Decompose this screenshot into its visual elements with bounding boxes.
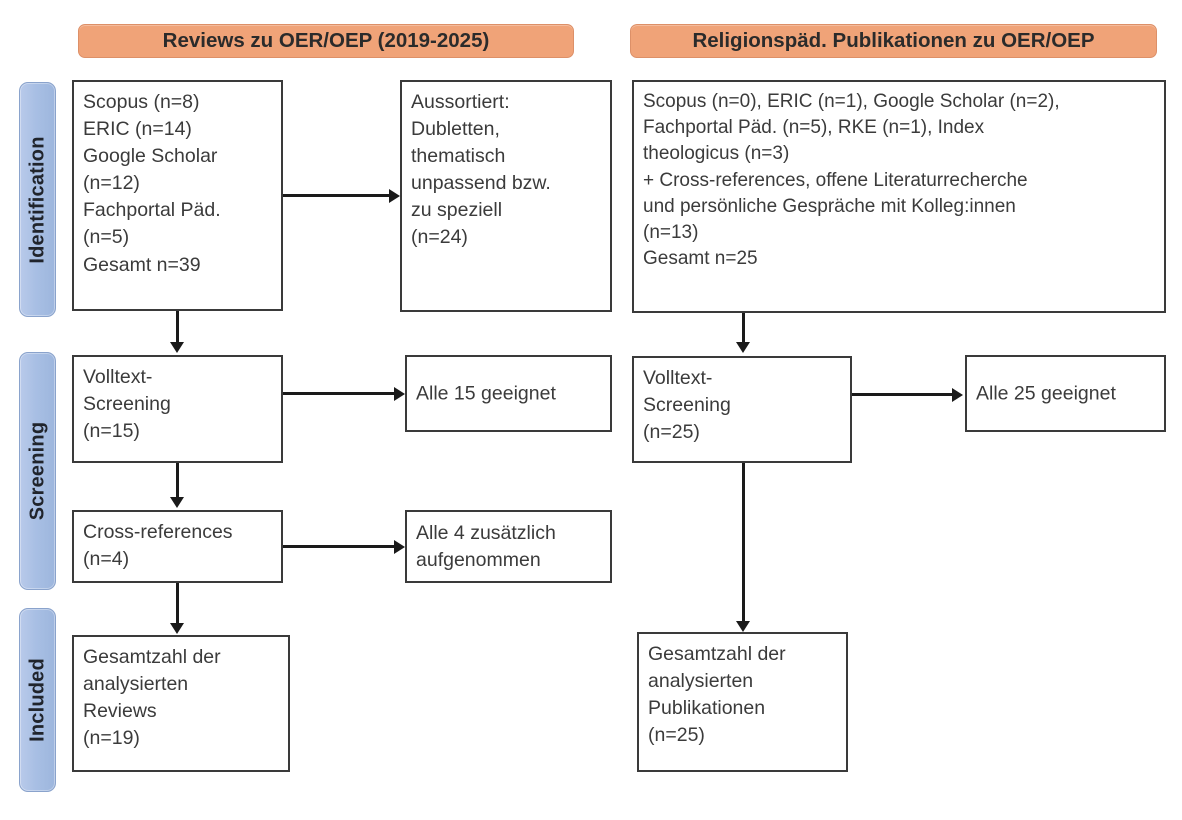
box-left-cross-references: Cross-references (n=4) [72, 510, 283, 583]
box-left-fulltext-screening: Volltext- Screening (n=15) [72, 355, 283, 463]
connector-left-sources-to-screening [176, 311, 179, 344]
box-left-fulltext-screening-text: Volltext- Screening (n=15) [83, 366, 171, 443]
arrowhead-left-screening-to-result [394, 387, 405, 401]
arrowhead-right-screening-to-result [952, 388, 963, 402]
stage-label-identification: Identification [26, 135, 48, 264]
arrowhead-right-screening-to-included [736, 621, 750, 632]
connector-left-screening-to-result [283, 392, 394, 395]
stage-pill-included: Included [19, 608, 56, 792]
box-left-cross-references-result-text: Alle 4 zusätzlich aufgenommen [416, 521, 556, 571]
arrowhead-left-sources-to-screening [170, 342, 184, 353]
box-left-fulltext-result: Alle 15 geeignet [405, 355, 612, 432]
column-header-reviews: Reviews zu OER/OEP (2019-2025) [78, 24, 574, 58]
box-left-identification-sources-text: Scopus (n=8) ERIC (n=14) Google Scholar … [83, 91, 221, 276]
arrowhead-right-sources-to-screening [736, 342, 750, 353]
arrowhead-left-screening-to-crossrefs [170, 497, 184, 508]
box-left-excluded: Aussortiert: Dubletten, thematisch unpas… [400, 80, 612, 312]
column-header-publikationen: Religionspäd. Publikationen zu OER/OEP [630, 24, 1157, 58]
stage-pill-screening: Screening [19, 352, 56, 590]
box-left-fulltext-result-text: Alle 15 geeignet [416, 381, 556, 404]
box-right-fulltext-result-text: Alle 25 geeignet [976, 381, 1116, 404]
stage-label-screening: Screening [26, 421, 48, 521]
box-left-cross-references-result: Alle 4 zusätzlich aufgenommen [405, 510, 612, 583]
connector-left-crossrefs-to-included [176, 583, 179, 625]
box-right-identification-sources: Scopus (n=0), ERIC (n=1), Google Scholar… [632, 80, 1166, 313]
box-right-included-total: Gesamtzahl der analysierten Publikatione… [637, 632, 848, 772]
connector-left-sources-to-excluded [283, 194, 389, 197]
arrowhead-left-sources-to-excluded [389, 189, 400, 203]
connector-left-screening-to-crossrefs [176, 463, 179, 499]
box-right-identification-sources-text: Scopus (n=0), ERIC (n=1), Google Scholar… [643, 91, 1060, 270]
box-right-included-total-text: Gesamtzahl der analysierten Publikatione… [648, 643, 786, 747]
box-right-fulltext-screening: Volltext- Screening (n=25) [632, 356, 852, 463]
connector-right-sources-to-screening [742, 313, 745, 344]
box-left-included-total-text: Gesamtzahl der analysierten Reviews (n=1… [83, 646, 221, 750]
arrowhead-left-crossrefs-to-included [170, 623, 184, 634]
column-header-publikationen-label: Religionspäd. Publikationen zu OER/OEP [692, 29, 1095, 52]
column-header-reviews-label: Reviews zu OER/OEP (2019-2025) [162, 29, 490, 52]
connector-left-crossrefs-to-result [283, 545, 394, 548]
box-right-fulltext-screening-text: Volltext- Screening (n=25) [643, 367, 731, 444]
arrowhead-left-crossrefs-to-result [394, 540, 405, 554]
connector-right-screening-to-included [742, 463, 745, 626]
box-right-fulltext-result: Alle 25 geeignet [965, 355, 1166, 432]
stage-pill-identification: Identification [19, 82, 56, 317]
box-left-cross-references-text: Cross-references (n=4) [83, 521, 233, 571]
box-left-included-total: Gesamtzahl der analysierten Reviews (n=1… [72, 635, 290, 772]
box-left-identification-sources: Scopus (n=8) ERIC (n=14) Google Scholar … [72, 80, 283, 311]
connector-right-screening-to-result [852, 393, 952, 396]
box-left-excluded-text: Aussortiert: Dubletten, thematisch unpas… [411, 91, 551, 249]
stage-label-included: Included [26, 658, 48, 742]
